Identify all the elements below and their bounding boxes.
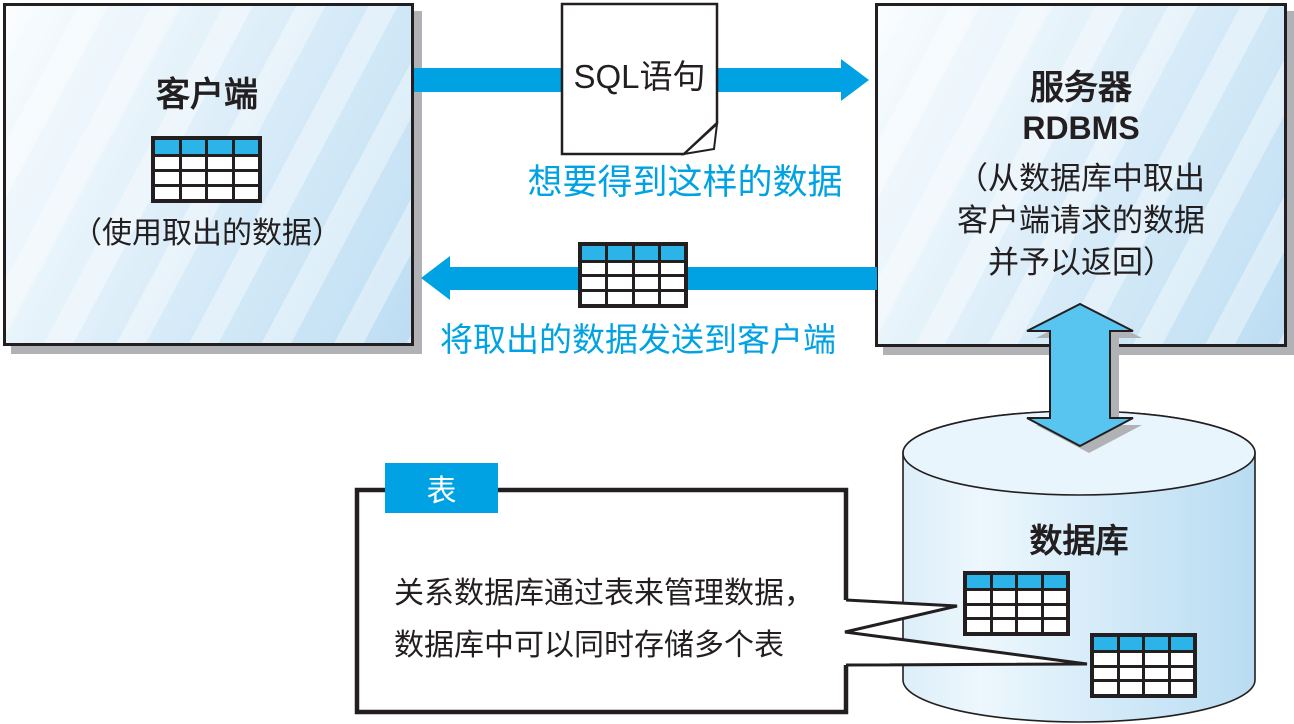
sql-note-fold-icon (680, 121, 719, 156)
response-arrow-label: 将取出的数据发送到客户端 (440, 321, 836, 358)
server-box-subtitle: RDBMS (1022, 110, 1140, 146)
table-callout-tab: 表 (385, 463, 498, 513)
table-callout-box (354, 487, 849, 715)
sql-note-label: SQL语句 (573, 58, 706, 95)
table-callout-text-line1: 关系数据库通过表来管理数据， (394, 577, 814, 610)
database-table-icon-1 (963, 571, 1070, 636)
server-box-caption-line2: 客户端请求的数据 (957, 203, 1205, 238)
database-label: 数据库 (1029, 522, 1129, 559)
table-callout-text-line2: 数据库中可以同时存储多个表 (394, 629, 784, 662)
response-table-icon (578, 242, 688, 308)
database-table-icon-2 (1090, 633, 1197, 698)
request-arrow-label: 想要得到这样的数据 (527, 163, 843, 202)
client-box-caption: （使用取出的数据） (72, 217, 342, 250)
server-box (875, 3, 1287, 347)
server-box-caption-line1: （从数据库中取出 (957, 161, 1205, 196)
updown-arrow-icon (1026, 302, 1134, 448)
server-box-title: 服务器 (1030, 69, 1132, 107)
server-box-caption-line3: 并予以返回） (988, 245, 1174, 280)
client-table-icon (151, 136, 262, 203)
client-box-title: 客户端 (156, 76, 258, 114)
callout-pointers (844, 598, 1088, 667)
